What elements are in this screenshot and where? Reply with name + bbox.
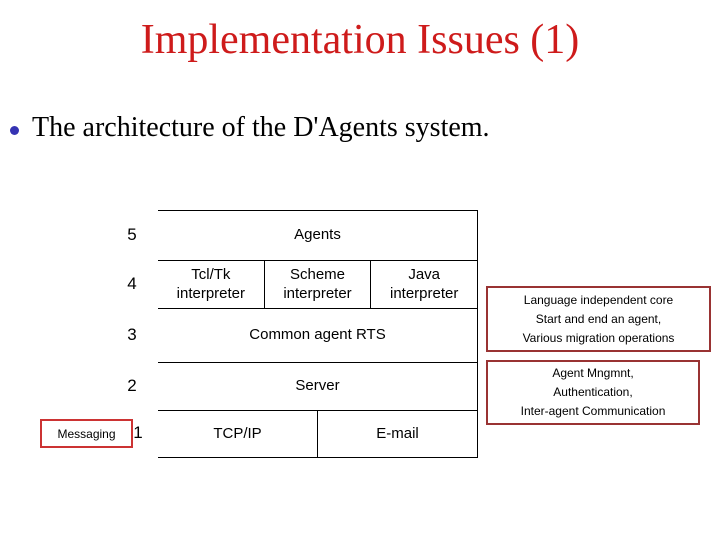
annotation-line: Agent Mngmnt, (552, 366, 634, 380)
layer-common-agent-rts: Common agent RTS (158, 308, 477, 362)
cell-java-interpreter: Java interpreter (370, 261, 477, 308)
layer-agents: Agents (158, 210, 477, 260)
layer-server-label: Server (295, 377, 340, 395)
cell-tcpip: TCP/IP (213, 424, 262, 442)
bullet-item: The architecture of the D'Agents system. (10, 110, 710, 146)
cell-scheme-interpreter: Scheme interpreter (263, 261, 371, 308)
annotation-line: Inter-agent Communication (520, 404, 666, 418)
layer-transport: TCP/IP E-mail (158, 410, 477, 457)
annotation-server-functions: Agent Mngmnt, Authentication, Inter-agen… (486, 360, 700, 425)
annotation-line: Language independent core (523, 292, 674, 307)
bullet-text: The architecture of the D'Agents system. (32, 112, 490, 143)
bullet-dot-icon (10, 125, 19, 135)
messaging-label: Messaging (57, 426, 116, 441)
cell-tcltk-interpreter: Tcl/Tk interpreter (176, 265, 246, 302)
layer-rts-label: Common agent RTS (249, 326, 386, 344)
annotation-line: Start and end an agent, (535, 311, 662, 326)
annotation-line: Authentication, (553, 385, 633, 399)
messaging-box: Messaging (40, 419, 133, 448)
annotation-line: Various migration operations (522, 330, 675, 345)
annotation-language-core: Language independent core Start and end … (486, 286, 711, 352)
layer-number-4: 4 (127, 274, 137, 293)
layer-number-5: 5 (127, 225, 137, 244)
layer-interpreters: Tcl/Tk interpreter Scheme interpreter Ja… (158, 260, 477, 308)
slide-title: Implementation Issues (1) (140, 17, 580, 63)
layer-number-1: 1 (133, 423, 143, 442)
layer-number-2: 2 (127, 376, 137, 395)
layer-agents-label: Agents (294, 226, 341, 244)
architecture-stack: Agents Tcl/Tk interpreter Scheme interpr… (158, 210, 478, 458)
cell-email: E-mail (317, 411, 477, 457)
layer-server: Server (158, 362, 477, 410)
layer-number-3: 3 (127, 325, 137, 344)
